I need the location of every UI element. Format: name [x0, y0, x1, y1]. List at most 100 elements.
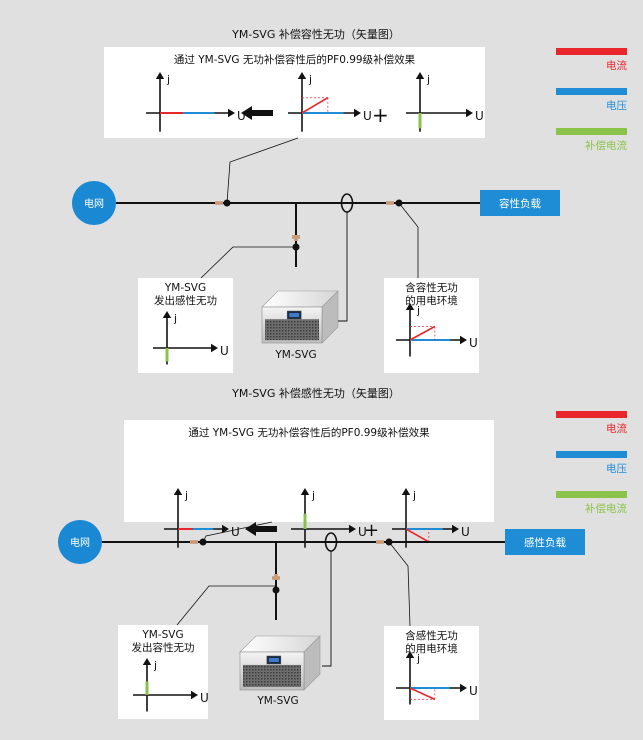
j-axis-label: j	[416, 304, 420, 317]
vector-diagram: jU	[392, 488, 470, 548]
vector-diagram: jU	[396, 651, 478, 705]
u-axis-label: U	[220, 344, 229, 358]
u-axis-arrow-icon	[228, 108, 235, 118]
legend-swatch-voltage	[556, 451, 627, 458]
label-line: 的用电环境	[405, 294, 458, 307]
u-axis-arrow-icon	[452, 524, 459, 534]
j-axis-label: j	[416, 652, 420, 665]
label-line: YM-SVG	[141, 629, 183, 641]
j-axis-label: j	[184, 489, 188, 502]
legend-swatch-current	[556, 48, 627, 55]
current-vector	[409, 687, 436, 701]
breaker-marker	[274, 574, 278, 580]
j-axis-label: j	[308, 73, 312, 86]
grid-label: 电网	[70, 536, 90, 549]
u-axis-arrow-icon	[460, 335, 467, 345]
vector-diagram: jU	[146, 72, 246, 132]
u-axis-arrow-icon	[222, 524, 229, 534]
j-axis-arrow-icon	[162, 311, 172, 318]
section-title: YM-SVG 补偿容性无功（矢量图）	[231, 27, 400, 41]
j-axis-arrow-icon	[142, 658, 152, 665]
u-axis-label: U	[461, 525, 470, 539]
breaker-marker	[294, 235, 298, 241]
vector-diagram: jU	[153, 311, 229, 365]
ct-signal-line	[322, 551, 332, 667]
load-label: 感性负载	[524, 536, 566, 549]
vector-diagram: jU	[133, 658, 209, 712]
breaker-marker	[190, 540, 198, 544]
junction-dot	[272, 586, 280, 594]
grid-label: 电网	[84, 197, 104, 210]
u-axis-label: U	[469, 684, 478, 698]
legend-label-compensation: 补偿电流	[585, 139, 627, 152]
section-title: YM-SVG 补偿感性无功（矢量图）	[231, 386, 400, 400]
environment-panel	[384, 278, 479, 373]
vector-diagram: jU	[406, 72, 484, 132]
vector-diagram: jU	[288, 72, 372, 132]
svg-device-image	[261, 290, 339, 344]
j-axis-label: j	[426, 73, 430, 86]
leader-line	[226, 137, 299, 204]
label-line: 含感性无功	[405, 629, 458, 642]
u-axis-arrow-icon	[349, 524, 356, 534]
current-vector	[301, 97, 329, 114]
label-line: 的用电环境	[405, 642, 458, 655]
section-capacitive: YM-SVG 补偿容性无功（矢量图） 通过 YM-SVG 无功补偿容性后的PF0.…	[72, 27, 560, 373]
u-axis-arrow-icon	[211, 343, 218, 353]
leader-line	[388, 541, 411, 627]
plus-sign: +	[364, 520, 379, 541]
left-arrow-icon	[245, 522, 277, 536]
label-line: 发出容性无功	[132, 641, 195, 654]
svg-output-panel	[118, 625, 208, 719]
u-axis-label: U	[469, 336, 478, 350]
breaker-marker	[215, 201, 223, 205]
u-axis-arrow-icon	[460, 683, 467, 693]
svg-output-panel	[138, 278, 233, 373]
grid-node	[72, 181, 116, 225]
breaker-marker	[376, 540, 384, 544]
j-axis-label: j	[153, 659, 157, 672]
arrow-tip	[241, 106, 252, 120]
legend-swatch-current	[556, 411, 627, 418]
u-axis-label: U	[475, 109, 484, 123]
j-axis-label: j	[173, 312, 177, 325]
label-line: 含容性无功	[405, 281, 458, 294]
j-axis-arrow-icon	[155, 72, 165, 79]
device-label: YM-SVG	[256, 695, 298, 707]
current-vector	[405, 528, 430, 543]
arrow-tip	[245, 522, 256, 536]
effect-title: 通过 YM-SVG 无功补偿容性后的PF0.99级补偿效果	[174, 53, 416, 66]
current-vector	[409, 325, 436, 341]
breaker-marker	[386, 201, 394, 205]
environment-panel	[384, 626, 479, 720]
ct-signal-line	[338, 212, 348, 322]
section-inductive: YM-SVG 补偿感性无功（矢量图）通过 YM-SVG 无功补偿容性后的PF0.…	[58, 386, 585, 720]
legend-swatch-voltage	[556, 88, 627, 95]
leader-line	[176, 585, 276, 626]
vector-diagram: jU	[291, 488, 367, 548]
u-axis-arrow-icon	[466, 108, 473, 118]
device-vent-mesh	[265, 319, 319, 341]
u-axis-label: U	[358, 525, 367, 539]
legend-label-compensation: 补偿电流	[585, 502, 627, 515]
plus-sign: +	[372, 103, 389, 127]
load-box	[505, 529, 585, 555]
j-axis-arrow-icon	[405, 303, 415, 310]
j-axis-arrow-icon	[415, 72, 425, 79]
legend-swatch-compensation	[556, 491, 627, 498]
svg-device-image	[239, 635, 321, 691]
environment-label: 含感性无功的用电环境	[405, 629, 458, 655]
vector-diagram: jU	[396, 303, 478, 357]
vector-diagram: jU	[164, 488, 240, 548]
load-box	[480, 190, 560, 216]
u-axis-label: U	[237, 109, 246, 123]
device-screen-glow	[289, 313, 300, 317]
device-label: YM-SVG	[274, 349, 316, 361]
leader-line	[200, 246, 296, 279]
legend-label-current: 电流	[606, 59, 627, 72]
j-axis-arrow-icon	[401, 488, 411, 495]
arrow-shaft	[249, 110, 273, 116]
effect-panel	[124, 420, 494, 522]
